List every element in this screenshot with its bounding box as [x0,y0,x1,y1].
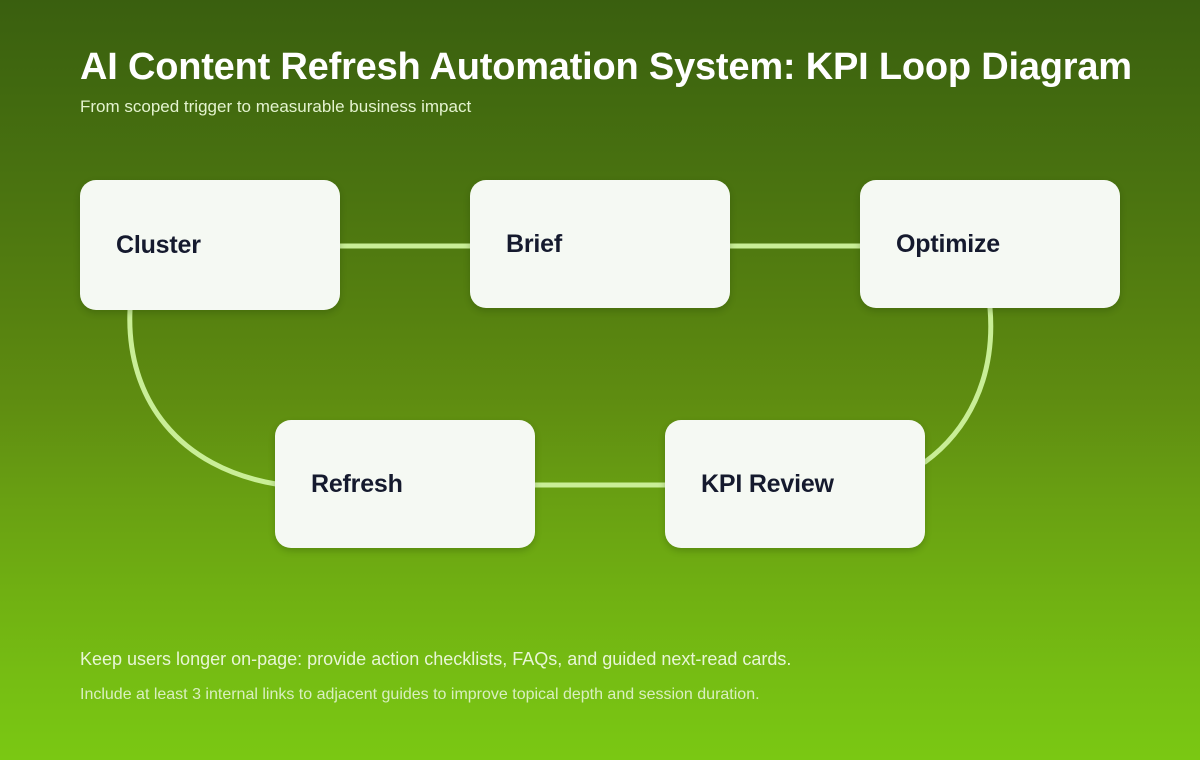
footer-note-secondary: Include at least 3 internal links to adj… [80,686,760,703]
footer-note-primary: Keep users longer on-page: provide actio… [80,649,792,669]
footer-notes: Keep users longer on-page: provide actio… [80,644,1120,710]
node-label: Brief [506,230,562,258]
node-label: Refresh [311,470,403,498]
page-title: AI Content Refresh Automation System: KP… [80,46,1132,88]
node-brief[interactable]: Brief [470,180,730,308]
edge-optimize-to-kpi-review [922,305,994,465]
page-subtitle: From scoped trigger to measurable busine… [80,97,472,116]
node-label: KPI Review [701,470,834,498]
node-optimize[interactable]: Optimize [860,180,1120,308]
node-cluster[interactable]: Cluster [80,180,340,310]
edge-cluster-to-refresh [127,307,279,487]
header: AI Content Refresh Automation System: KP… [80,44,1200,117]
node-label: Optimize [896,230,1000,258]
node-refresh[interactable]: Refresh [275,420,535,548]
node-label: Cluster [116,231,201,259]
node-kpi-review[interactable]: KPI Review [665,420,925,548]
